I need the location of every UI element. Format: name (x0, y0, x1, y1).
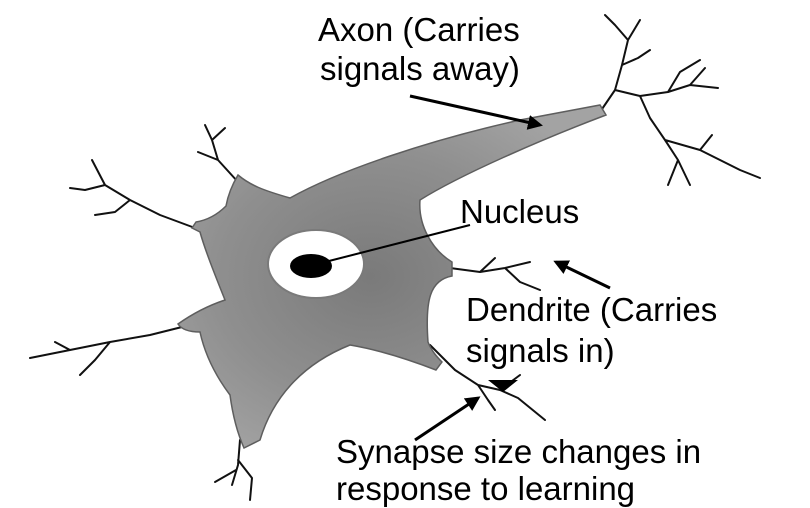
axon-label-line2: signals away) (320, 50, 520, 87)
cell-body (178, 105, 606, 448)
axon-label-line1: Axon (Carries (318, 11, 520, 48)
dendrite-branch-right (450, 258, 540, 290)
axon-pointer-arrow (410, 96, 540, 125)
nucleus-core (290, 254, 332, 278)
synapse-label-line1: Synapse size changes in (336, 433, 701, 470)
dendrite-branch-upper-left (198, 125, 238, 182)
dendrite-branch-left (70, 160, 195, 228)
nucleus-label: Nucleus (460, 193, 579, 230)
axon-terminal-branches (600, 15, 760, 185)
synapse-label-line2: response to learning (336, 470, 635, 507)
dendrite-label-line2: signals in) (466, 332, 615, 369)
nucleus (268, 230, 364, 298)
dendrite-branch-lower-left (30, 325, 190, 375)
dendrite-pointer-arrow (556, 262, 610, 288)
synapse-marker (488, 380, 518, 392)
dendrite-label-line1: Dendrite (Carries (466, 291, 717, 328)
dendrite-branch-bottom (215, 440, 252, 500)
